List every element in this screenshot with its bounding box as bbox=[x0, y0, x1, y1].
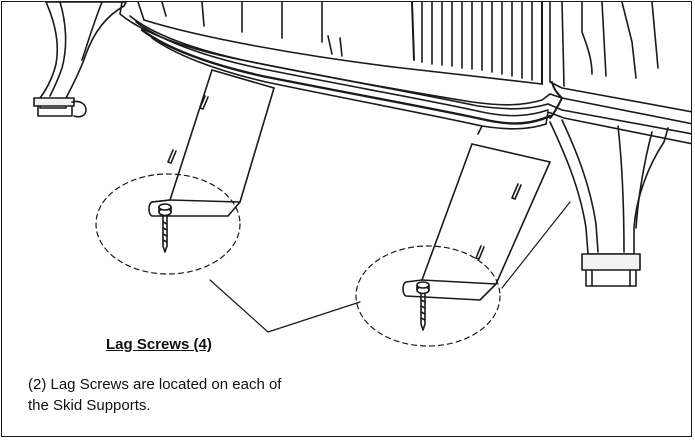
lag-screw-icon bbox=[416, 281, 430, 331]
stove-leg-left bbox=[33, 2, 127, 118]
skid-support-left bbox=[148, 69, 275, 217]
lag-screw-icon bbox=[158, 203, 172, 253]
skid-support-right bbox=[402, 143, 551, 301]
stove-side-right bbox=[547, 2, 691, 145]
callout-circles bbox=[95, 173, 501, 347]
leader-lines bbox=[209, 201, 571, 333]
callout-title: Lag Screws (4) bbox=[106, 336, 212, 353]
stove-leg-right bbox=[549, 119, 669, 287]
callout-circle-left bbox=[95, 173, 241, 275]
callout-description: (2) Lag Screws are located on each of th… bbox=[28, 376, 282, 414]
stove-base-rim bbox=[119, 2, 552, 135]
callout-circle-right bbox=[355, 245, 501, 347]
stove-firebox-front bbox=[137, 2, 543, 85]
